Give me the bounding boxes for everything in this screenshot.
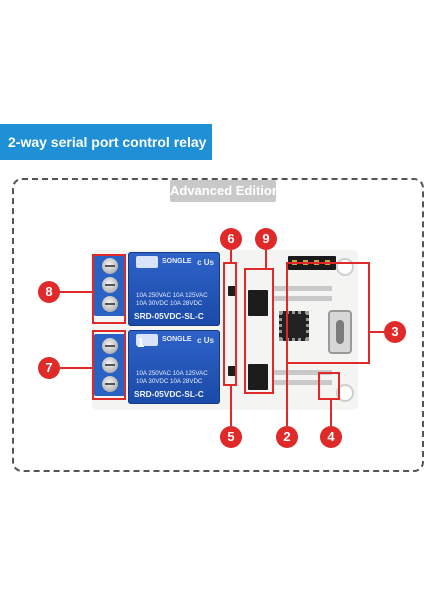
usb-c-port <box>328 310 352 354</box>
relay-certification: c Us <box>197 336 214 345</box>
smd-component-row <box>272 370 332 375</box>
smd-component-row <box>272 286 332 291</box>
highlight-optocouplers <box>244 268 274 394</box>
terminal-screw <box>102 338 118 354</box>
callout-4: 4 <box>320 426 342 448</box>
transistor-1 <box>228 286 236 296</box>
callout-7: 7 <box>38 357 60 379</box>
highlight-led-area <box>223 262 237 386</box>
relay-rating-2: 10A 30VDC 10A 28VDC <box>136 300 203 307</box>
relay-model: SRD-05VDC-SL-C <box>134 311 204 321</box>
callout-3: 3 <box>384 321 406 343</box>
terminal-screw <box>102 376 118 392</box>
callout-line-3 <box>370 331 384 333</box>
relay-rating-2: 10A 30VDC 10A 28VDC <box>136 378 203 385</box>
highlight-terminal-2 <box>92 330 126 400</box>
optocoupler-1 <box>248 290 268 316</box>
callout-line-6 <box>230 250 232 264</box>
callout-line-5 <box>230 386 232 426</box>
callout-line-2 <box>286 346 288 426</box>
callout-2: 2 <box>276 426 298 448</box>
relay-rating-1: 10A 250VAC 10A 125VAC <box>136 292 208 299</box>
callout-line-4 <box>330 400 332 426</box>
relay-rating-1: 10A 250VAC 10A 125VAC <box>136 370 208 377</box>
highlight-pins-bottom <box>318 372 340 400</box>
callout-line-7 <box>60 367 92 369</box>
microcontroller-chip <box>279 311 309 341</box>
product-frame <box>12 178 424 472</box>
transistor-2 <box>228 366 236 376</box>
page-title-banner: 2-way serial port control relay <box>0 124 212 160</box>
callout-8: 8 <box>38 281 60 303</box>
callout-6: 6 <box>220 228 242 250</box>
highlight-terminal-1 <box>92 254 126 324</box>
smd-component-row <box>272 380 332 385</box>
relay-brand: SONGLE <box>162 336 192 343</box>
relay-index-label: 1 <box>137 335 145 350</box>
relay-2: SONGLE c Us 10A 250VAC 10A 125VAC 10A 30… <box>128 330 220 404</box>
songle-logo <box>136 334 158 346</box>
terminal-screw <box>102 296 118 312</box>
optocoupler-2 <box>248 364 268 390</box>
relay-1: SONGLE c Us 10A 250VAC 10A 125VAC 10A 30… <box>128 252 220 326</box>
terminal-screw <box>102 357 118 373</box>
edition-badge: Advanced Edition <box>170 180 280 202</box>
songle-logo <box>136 256 158 268</box>
terminal-block-relay-2 <box>94 334 126 396</box>
smd-component-row <box>272 296 332 301</box>
terminal-screw <box>102 258 118 274</box>
page-title: 2-way serial port control relay <box>8 134 207 150</box>
terminal-block-relay-1 <box>94 254 126 316</box>
callout-line-9 <box>265 250 267 268</box>
terminal-screw <box>102 277 118 293</box>
callout-5: 5 <box>220 426 242 448</box>
relay-brand: SONGLE <box>162 258 192 265</box>
mounting-hole <box>336 384 354 402</box>
relay-model: SRD-05VDC-SL-C <box>134 389 204 399</box>
highlight-usb-header <box>286 262 370 364</box>
callout-line-8 <box>60 291 92 293</box>
relay-certification: c Us <box>197 258 214 267</box>
callout-9: 9 <box>255 228 277 250</box>
